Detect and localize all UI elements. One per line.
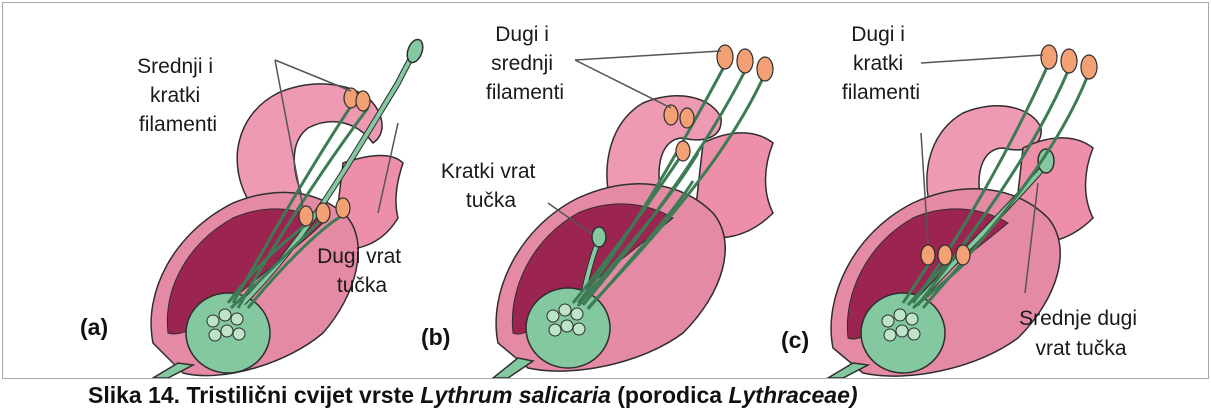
stamen-label-c: Dugi i kratki filamenti [842, 23, 920, 104]
caption-prefix: Slika 14. Tristilični cvijet vrste [88, 382, 420, 408]
stamen-label-b: Dugi i srednji filamenti [486, 23, 564, 104]
panel-label-b: (b) [421, 324, 450, 350]
panel-label-a: (a) [80, 314, 108, 340]
figure-frame: Srednji i kratki filamenti Dugi vrat tuč… [2, 2, 1209, 379]
style-label-b: Kratki vrat tučka [441, 160, 541, 212]
figure-caption: Slika 14. Tristilični cvijet vrste Lythr… [88, 382, 858, 409]
caption-family: Lythraceae) [728, 382, 857, 408]
caption-species: Lythrum salicaria [420, 382, 610, 408]
style-label-c: Srednje dugi vrat tučka [1019, 307, 1143, 360]
stigma-b [592, 227, 606, 247]
caption-middle: (porodica [611, 382, 729, 408]
panel-label-c: (c) [781, 327, 809, 353]
stamen-label-a: Srednji i kratki filamenti [137, 55, 219, 136]
tristyly-illustration: Srednji i kratki filamenti Dugi vrat tuč… [3, 3, 1208, 378]
